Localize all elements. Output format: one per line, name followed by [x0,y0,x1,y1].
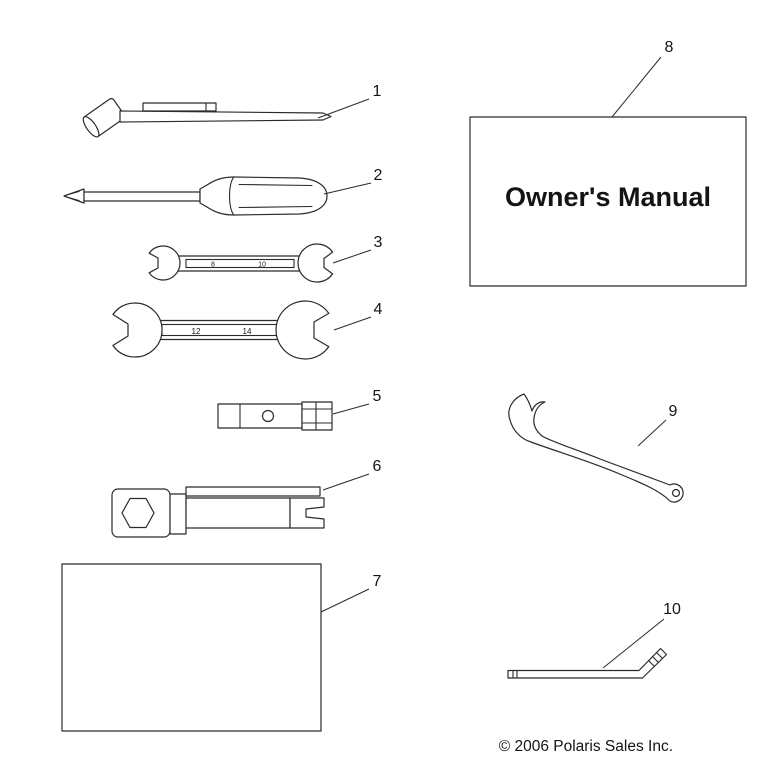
spanner-body [508,393,684,503]
handle-bar [185,486,321,497]
screwdriver-handle [199,176,328,216]
callout-2: 2 [323,167,383,195]
socket-opening [82,115,100,138]
adapter-end [301,401,333,431]
callout-number: 1 [373,83,382,100]
tool-open-end-wrench-12-14-illustration: 12 14 [112,300,330,360]
owners-manual-title: Owner's Manual [505,182,711,212]
callout-1: 1 [317,83,382,119]
callout-9: 9 [637,403,678,447]
callout-8: 8 [611,39,674,118]
rod-grip-plate [142,102,217,112]
hex-key-body [507,647,668,679]
callout-number: 5 [373,388,382,405]
callout-10: 10 [602,601,681,669]
callout-4: 4 [333,301,383,331]
wrench-size-stamp: 10 [258,262,266,269]
callout-number: 2 [374,167,383,184]
wrench-jaw-right [275,300,330,360]
wrench-size-stamp: 14 [243,327,252,336]
wrench-shaft [175,255,305,272]
owners-manual-cover [469,116,747,287]
adapter-body [217,403,303,429]
wrench-jaw-right [297,243,334,283]
copyright-notice: © 2006 Polaris Sales Inc. [499,738,673,755]
hex-socket-opening [121,497,155,529]
tool-spark-plug-socket-rod-illustration [82,97,332,138]
callout-number: 6 [373,458,382,475]
adapter-hole [261,409,275,423]
callout-number: 3 [374,234,383,251]
wrench-jaw-left [148,245,181,281]
owners-manual-illustration: Owner's Manual [469,116,747,287]
tool-hex-key-illustration [507,647,668,679]
callout-number: 8 [665,39,674,56]
socket-collar [169,493,187,535]
callout-6: 6 [322,458,382,491]
tool-adapter-illustration [217,401,333,431]
tool-spanner-wrench-illustration [508,393,684,503]
wrench-fork-end [289,497,325,529]
tool-screwdriver-illustration [63,176,328,216]
screwdriver-tip [63,188,85,204]
wrench-shaft [149,319,293,341]
spanner-hole [671,488,681,498]
callout-number: 7 [373,573,382,590]
callout-7: 7 [320,573,382,613]
tool-spark-plug-wrench-illustration [111,486,325,538]
callout-number: 10 [663,601,681,618]
callout-3: 3 [332,234,383,264]
tool-bag-outline [61,563,322,732]
screwdriver-shaft [83,191,201,202]
callout-5: 5 [332,388,382,415]
callout-number: 9 [669,403,678,420]
rod-shaft [119,110,332,123]
callout-number: 4 [374,301,383,318]
wrench-size-stamp: 8 [211,262,215,269]
wrench-size-stamp: 12 [192,327,201,336]
wrench-jaw-left [112,302,163,358]
tool-open-end-wrench-8-10-illustration: 8 10 [148,243,334,283]
wrench-body [185,497,291,529]
tool-bag-illustration [61,563,322,732]
